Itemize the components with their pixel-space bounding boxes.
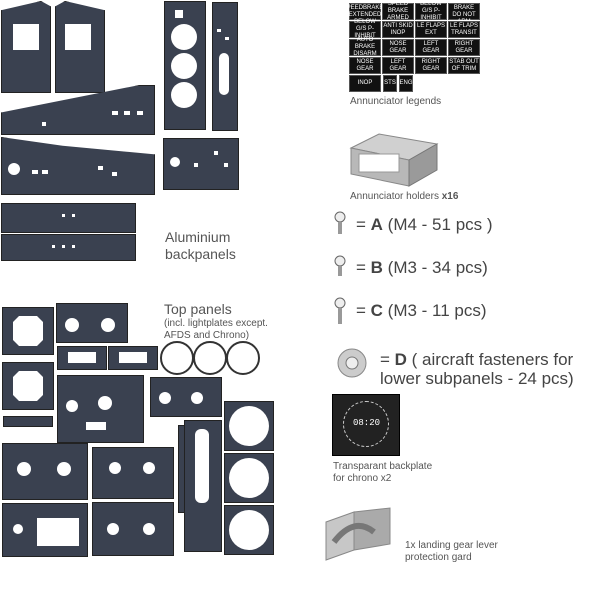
annunciator-legend: NOSE GEAR: [382, 39, 414, 56]
backpanel-left-upper: [1, 1, 51, 93]
annunciator-legend: INOP: [349, 75, 381, 92]
screw-icon: [333, 255, 347, 286]
chrono-caption: Transparant backplate for chrono x2: [333, 461, 433, 484]
annunciator-holders-caption: Annunciator holders x16: [350, 191, 459, 202]
backpanel-left-upper-2: [55, 1, 105, 93]
annunciator-legend: ENG: [399, 75, 413, 92]
top-panel-knobs-left: [2, 443, 88, 500]
top-panel-landing-gear: [184, 420, 222, 552]
annunciator-legend: SPEED BRAKE ARMED: [382, 1, 414, 21]
backpanel-gauges: [164, 1, 206, 130]
top-panel-frame-1: [2, 307, 54, 355]
screw-icon: [333, 211, 347, 242]
annunciator-legend: SPEED BRAKE DO NOT ARM: [448, 0, 480, 25]
chrono-dial: [343, 401, 389, 447]
ring-2: [193, 341, 227, 375]
gear-guard-illustration: [324, 502, 394, 564]
top-panel-main-panel-du: [56, 303, 128, 343]
annunciator-legend: RIGHT GEAR: [415, 57, 447, 74]
backpanel-wide: [163, 138, 239, 190]
annunciator-legend: LE FLAPS TRANSIT: [448, 21, 480, 38]
ring-1: [160, 341, 194, 375]
top-panel-frame-2: [2, 362, 54, 410]
gauge-frame-3: [224, 505, 274, 555]
top-panel-small-strip: [3, 416, 53, 427]
top-panel-fuel-flow: [57, 375, 144, 443]
annunciator-holder-illustration: [349, 130, 439, 188]
top-panel-lightplate-2: [108, 346, 158, 370]
annunciator-legend: BELOW G/S P-INHIBIT: [349, 19, 381, 39]
ring-3: [226, 341, 260, 375]
annunciator-legend: ANTI SKID INOP: [382, 21, 414, 38]
annunciator-legend: NOSE GEAR: [349, 57, 381, 74]
annunciator-legend: STS: [383, 75, 397, 92]
annunciator-legend: LE FLAPS EXT: [415, 21, 447, 38]
screw-icon: [333, 297, 347, 332]
chrono-time: 08:20: [353, 418, 381, 428]
annunciator-legend: LEFT GEAR: [415, 39, 447, 56]
top-panel-main-panel-lower: [92, 502, 174, 556]
top-panels-note: (incl. lightplates except. AFDS and Chro…: [164, 318, 268, 341]
annunciator-legend: SPEEDBRAKES EXTENDED: [343, 3, 387, 20]
gauge-frame-1: [224, 401, 274, 451]
top-panel-lower-du: [150, 377, 222, 417]
top-panels-caption: Top panels: [164, 301, 232, 317]
backpanel-slot: [212, 2, 238, 131]
backpanel-strip-1: [1, 203, 136, 233]
backpanel-slanted-2: [1, 137, 155, 195]
top-panel-ground-proximity: [2, 503, 88, 557]
chrono-backplate: 08:20: [332, 394, 400, 456]
annunciator-legend: AUTO BRAKE DISARM: [349, 37, 381, 57]
gauge-frame-2: [224, 453, 274, 503]
annunciator-legend: RIGHT GEAR: [448, 39, 480, 56]
gear-guard-caption: 1x landing gear lever protection gard: [405, 540, 498, 563]
aluminium-backpanels-caption: Aluminium backpanels: [165, 229, 236, 262]
annunciator-legends-caption: Annunciator legends: [350, 96, 442, 107]
backpanel-strip-2: [1, 234, 136, 261]
aircraft-fastener-icon: [334, 345, 370, 386]
annunciator-legend: BELOW G/S P-INHIBIT: [415, 1, 447, 21]
top-panel-lightplate-1: [57, 346, 107, 370]
annunciator-legend: LEFT GEAR: [382, 57, 414, 74]
annunciator-legend: STAB OUT OF TRIM: [448, 57, 480, 74]
top-panel-knobs-right: [92, 447, 174, 499]
